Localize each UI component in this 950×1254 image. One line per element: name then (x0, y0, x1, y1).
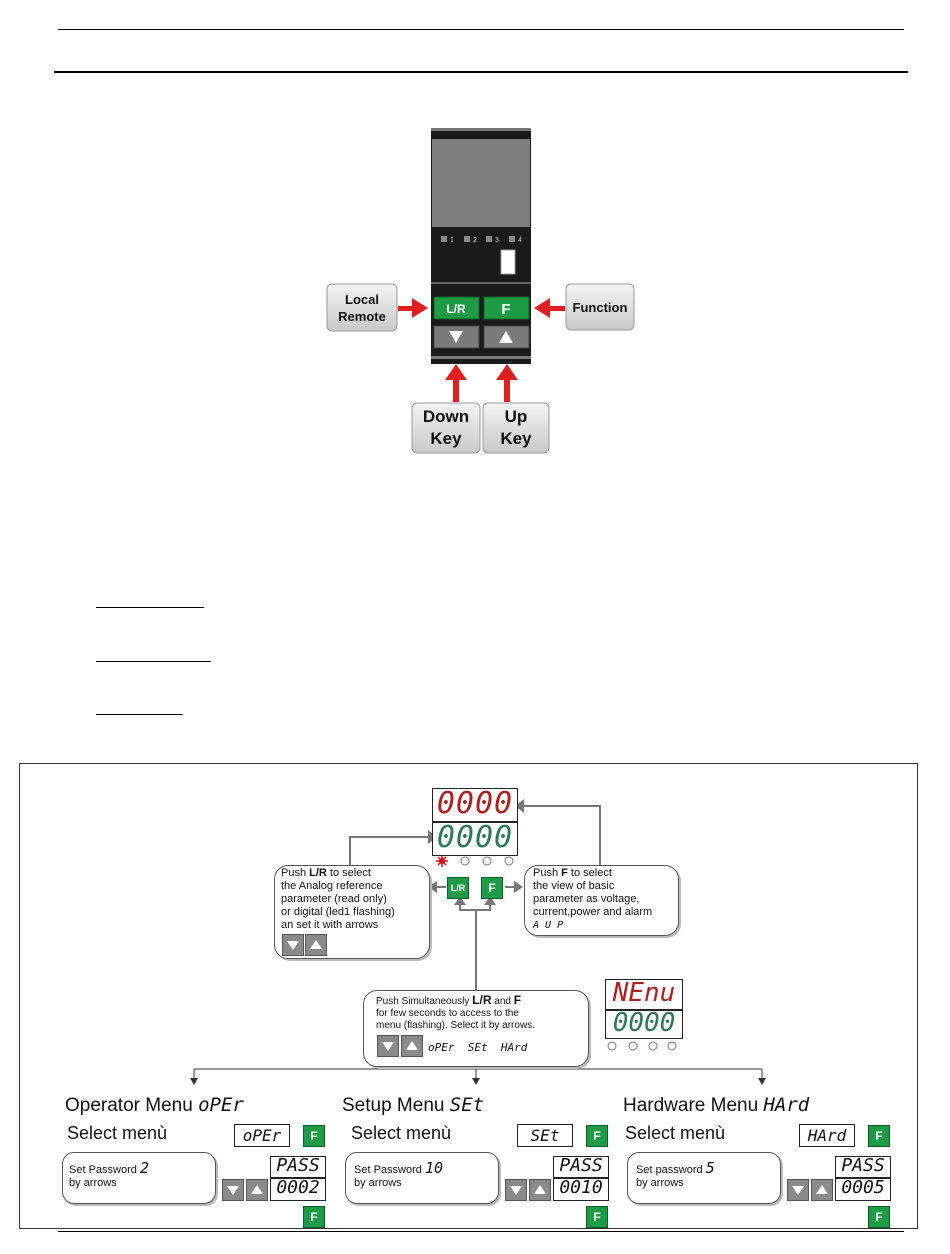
simultaneous-down-arrow-icon (377, 1035, 399, 1057)
setup-menu-title: Setup Menu SEt (342, 1094, 485, 1116)
setup-menu-code: SEt (449, 1094, 485, 1116)
simultaneous-up-arrow-icon (401, 1035, 423, 1057)
svg-text:Function: Function (573, 300, 628, 315)
setup-confirm-f-key[interactable]: F (586, 1206, 608, 1228)
f-key (483, 296, 530, 320)
menu-display-bottom: 0000 (612, 1008, 676, 1038)
main-display-divider (432, 821, 518, 823)
menu-diagram-frame (19, 763, 918, 1229)
red-arrows (398, 298, 565, 402)
operator-select-label: Select menù (67, 1123, 168, 1143)
main-display-top: 0000 (436, 786, 514, 821)
hardware-password-text: Set password 5 by arrows (636, 1159, 715, 1190)
simultaneous-note-text: Push Simultaneously L/R and F for few se… (376, 993, 535, 1031)
operator-password-text: Set Password 2 by arrows (69, 1159, 149, 1190)
led-label-1: 1 (450, 237, 454, 244)
setup-select-display: SEt (517, 1124, 573, 1147)
operator-pass-bottom: 0002 (276, 1177, 320, 1198)
device-port (500, 249, 516, 275)
f-key-label: F (501, 301, 510, 318)
operator-pass-top: PASS (276, 1155, 320, 1176)
setup-password-box (345, 1152, 499, 1204)
keypad-figure: 1 2 3 4 L/R F Local Remote Function Down… (326, 128, 635, 454)
setup-select-label: Select menù (351, 1123, 452, 1143)
svg-text:Remote: Remote (338, 309, 386, 324)
svg-text:Key: Key (500, 429, 532, 448)
lr-note-up-arrow-icon (305, 934, 327, 956)
setup-select-f-key[interactable]: F (586, 1125, 608, 1147)
header-rule-top (58, 29, 904, 30)
down-key-icon (449, 331, 463, 343)
operator-menu-title: Operator Menu oPEr (65, 1094, 244, 1116)
svg-text:Key: Key (430, 429, 462, 448)
down-key-callout: Down Key (411, 402, 481, 454)
lr-note-down-arrow-icon (282, 934, 304, 956)
hardware-pass-bottom: 0005 (841, 1177, 885, 1198)
underline-2 (96, 661, 211, 662)
menu-display-top: NEnu (612, 978, 676, 1008)
footer-rule (58, 1231, 904, 1232)
main-display-bottom: 0000 (436, 820, 514, 855)
diagram-lr-key[interactable]: L/R (447, 877, 469, 899)
led-label-3: 3 (495, 237, 499, 244)
operator-select-f-key[interactable]: F (303, 1125, 325, 1147)
setup-pass-bottom: 0010 (559, 1177, 603, 1198)
setup-password-value: 10 (424, 1159, 443, 1177)
operator-menu-code: oPEr (198, 1094, 244, 1116)
up-key-icon (499, 331, 513, 343)
svg-text:Down: Down (423, 407, 469, 426)
hardware-down-arrow-icon (787, 1179, 809, 1201)
hardware-select-f-key[interactable]: F (868, 1125, 890, 1147)
hardware-password-box (627, 1152, 781, 1204)
led-label-4: 4 (518, 237, 522, 244)
simultaneous-note-box (363, 990, 589, 1067)
function-callout: Function (565, 283, 635, 331)
underline-3 (96, 714, 183, 715)
led-label-2: 2 (473, 237, 477, 244)
operator-up-arrow-icon (246, 1179, 268, 1201)
hardware-menu-code: HArd (763, 1094, 810, 1116)
operator-password-value: 2 (139, 1159, 149, 1177)
f-note-text: Push F to select the view of basic param… (533, 867, 653, 931)
hardware-up-arrow-icon (811, 1179, 833, 1201)
setup-pass-top: PASS (559, 1155, 603, 1176)
svg-text:Up: Up (505, 407, 528, 426)
setup-up-arrow-icon (529, 1179, 551, 1201)
diagram-f-key[interactable]: F (481, 877, 503, 899)
local-remote-callout: Local Remote (326, 283, 398, 332)
lr-key (433, 296, 480, 320)
simultaneous-codes: oPEr SEt HArd (428, 1041, 528, 1054)
hardware-password-value: 5 (705, 1159, 715, 1177)
operator-confirm-f-key[interactable]: F (303, 1206, 325, 1228)
hardware-select-display: HArd (799, 1124, 855, 1147)
underline-1 (96, 607, 204, 608)
hardware-confirm-f-key[interactable]: F (868, 1206, 890, 1228)
device-screen (432, 139, 530, 227)
setup-password-text: Set Password 10 by arrows (354, 1159, 443, 1190)
f-note-codes: A U P (533, 920, 564, 931)
operator-select-display: oPEr (234, 1124, 290, 1147)
up-key-callout: Up Key (482, 402, 550, 454)
header-rule-bottom (54, 71, 908, 73)
f-note-box (524, 865, 679, 936)
lr-note-text: Push L/R to select the Analog reference … (281, 867, 395, 931)
operator-password-box (62, 1152, 216, 1204)
operator-down-arrow-icon (222, 1179, 244, 1201)
setup-down-arrow-icon (505, 1179, 527, 1201)
hardware-menu-title: Hardware Menu HArd (623, 1094, 810, 1116)
menu-display-divider (605, 1009, 683, 1011)
hardware-pass-top: PASS (841, 1155, 885, 1176)
lr-key-label: L/R (446, 302, 466, 316)
hardware-select-label: Select menù (625, 1123, 726, 1143)
svg-text:Local: Local (345, 292, 379, 307)
led-indicators: 1 2 3 4 (441, 236, 522, 244)
